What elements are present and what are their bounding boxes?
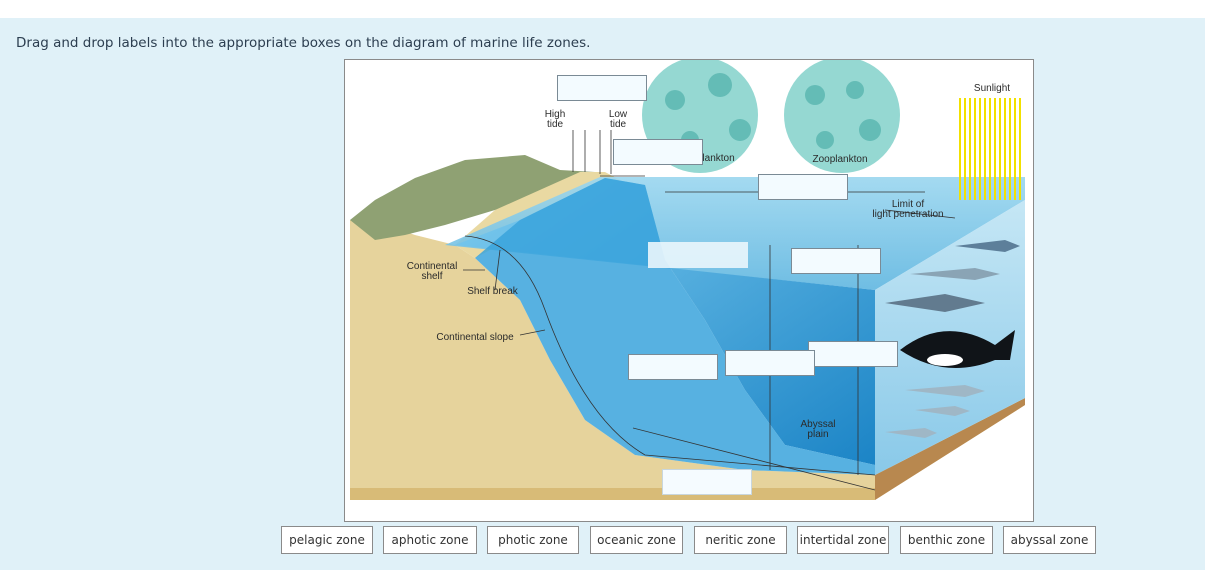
- fish-group: [885, 240, 1020, 438]
- coastal-cliff: [350, 155, 595, 240]
- limit-light-label: Limit of light penetration: [872, 199, 944, 220]
- drag-label-neritic-zone[interactable]: neritic zone: [694, 526, 787, 554]
- drop-zone-intertidal[interactable]: [557, 75, 647, 101]
- drop-zone-bottom[interactable]: [662, 469, 752, 495]
- high-tide-label: High tide: [544, 109, 566, 130]
- marine-zones-diagram: High tide Low tide Phytoplankton Zooplan…: [344, 59, 1034, 522]
- abyssal-plain-label: Abyssal plain: [800, 419, 836, 440]
- drag-label-intertidal-zone[interactable]: intertidal zone: [797, 526, 889, 554]
- drop-zone-pelagic[interactable]: [758, 174, 848, 200]
- shelf-break-label: Shelf break: [467, 286, 518, 297]
- drop-zone-oceanic[interactable]: [648, 242, 748, 268]
- diagram-artwork: [350, 60, 1025, 500]
- ocean-slope-water: [475, 178, 875, 475]
- drop-zone-abyssal[interactable]: [628, 354, 718, 380]
- instructions-text: Drag and drop labels into the appropriat…: [16, 35, 591, 51]
- drop-zone-neritic[interactable]: [613, 139, 703, 165]
- sunlight-rays: [959, 98, 1021, 200]
- drag-label-aphotic-zone[interactable]: aphotic zone: [383, 526, 477, 554]
- drag-label-pelagic-zone[interactable]: pelagic zone: [281, 526, 373, 554]
- drag-label-photic-zone[interactable]: photic zone: [487, 526, 579, 554]
- drag-label-abyssal-zone[interactable]: abyssal zone: [1003, 526, 1096, 554]
- drop-zone-photic[interactable]: [791, 248, 881, 274]
- sediment-block: [350, 220, 1025, 500]
- drop-zone-benthic[interactable]: [725, 350, 815, 376]
- sediment-front: [875, 398, 1025, 500]
- drag-label-benthic-zone[interactable]: benthic zone: [900, 526, 993, 554]
- sunlight-label: Sunlight: [973, 83, 1011, 94]
- low-tide-label: Low tide: [608, 109, 628, 130]
- continental-shelf-label: Continental shelf: [406, 261, 458, 282]
- annotation-lines: [463, 130, 956, 491]
- drop-zone-aphotic[interactable]: [808, 341, 898, 367]
- zooplankton-label: Zooplankton: [812, 154, 868, 165]
- continental-slope-label: Continental slope: [436, 332, 514, 343]
- sediment-bottom: [350, 488, 875, 500]
- drag-label-oceanic-zone[interactable]: oceanic zone: [590, 526, 683, 554]
